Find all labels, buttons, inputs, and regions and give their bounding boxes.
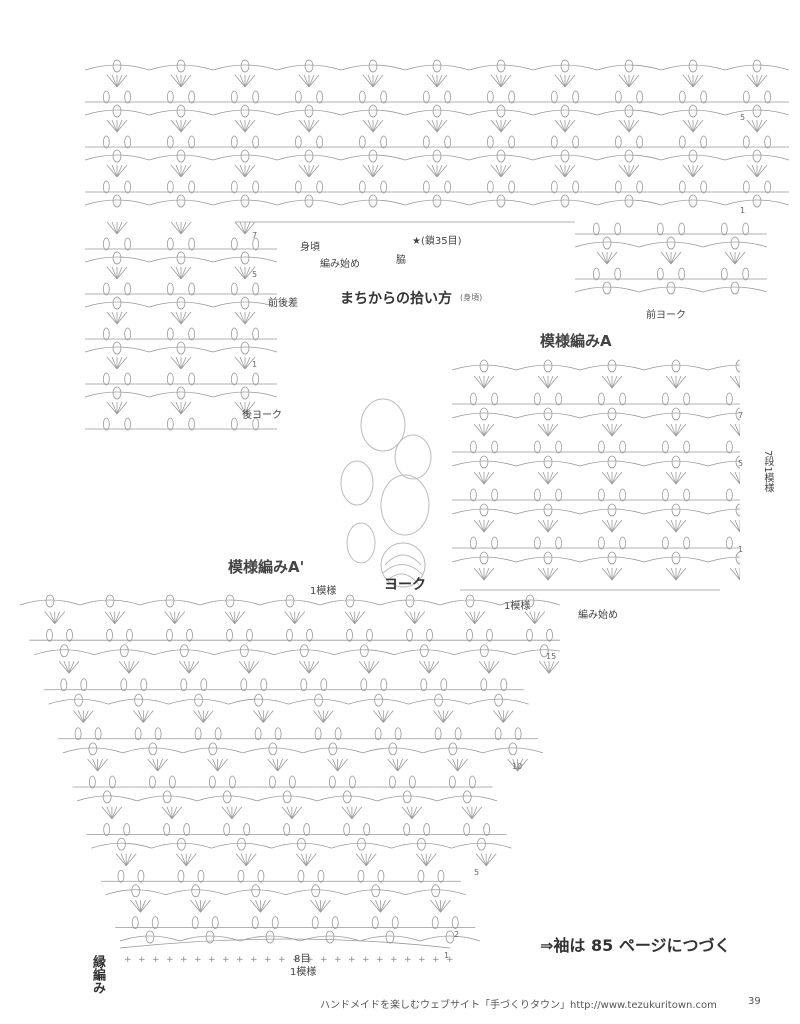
svg-text:+: + bbox=[320, 955, 328, 965]
star-chain-label: ★(鎖35目) bbox=[412, 236, 462, 247]
svg-text:+: + bbox=[306, 955, 314, 965]
front-back-diff-label: 前後差 bbox=[268, 298, 298, 309]
sleeve-continue-note: ⇒袖は 85 ページにつづく bbox=[540, 936, 731, 955]
svg-text:+: + bbox=[236, 955, 244, 965]
svg-text:+: + bbox=[432, 955, 440, 965]
pattern-a-row-1: 1 bbox=[738, 545, 744, 554]
svg-text:+: + bbox=[278, 955, 286, 965]
left-row-marker-5: 5 bbox=[252, 270, 258, 279]
svg-text:+: + bbox=[418, 955, 426, 965]
svg-text:+: + bbox=[222, 955, 230, 965]
svg-text:+: + bbox=[180, 955, 188, 965]
fan-row-1: 1 bbox=[444, 951, 450, 960]
edging-label: 縁編み bbox=[90, 955, 105, 994]
svg-text:+: + bbox=[138, 955, 146, 965]
svg-text:+: + bbox=[194, 955, 202, 965]
yoke-label: ヨーク bbox=[384, 577, 426, 593]
cactus-yarn-illustration bbox=[340, 398, 432, 588]
svg-text:+: + bbox=[208, 955, 216, 965]
svg-text:+: + bbox=[250, 955, 258, 965]
top-row-marker-5: 5 bbox=[740, 113, 746, 122]
back-yoke-label: 後ヨーク bbox=[242, 410, 282, 421]
start-label-top: 編み始め bbox=[320, 259, 360, 270]
pattern-a-prime-title: 模様編みA' bbox=[228, 558, 305, 576]
gusset-label: 脇 bbox=[396, 255, 406, 266]
left-row-marker-1: 1 bbox=[252, 360, 258, 369]
pattern-a-title: 模様編みA bbox=[540, 332, 612, 350]
fan-row-5: 5 bbox=[474, 868, 480, 877]
pattern-a-one-repeat: 1模様 bbox=[504, 601, 531, 612]
svg-text:+: + bbox=[334, 955, 342, 965]
fan-row-2: 2 bbox=[454, 930, 460, 939]
svg-text:+: + bbox=[376, 955, 384, 965]
fan-bottom-count: 8目 bbox=[294, 954, 311, 965]
page-number: 39 bbox=[748, 996, 761, 1007]
svg-text:+: + bbox=[124, 955, 132, 965]
pattern-a-row-5: 5 bbox=[738, 459, 744, 468]
svg-text:+: + bbox=[292, 955, 300, 965]
fan-bottom-repeat: 1模様 bbox=[290, 967, 317, 978]
pattern-a-repeat-note: 7段1模様 bbox=[762, 450, 773, 493]
front-yoke-label: 前ヨーク bbox=[646, 310, 686, 321]
pattern-a-start: 編み始め bbox=[578, 610, 618, 621]
pattern-a-row-7: 7 bbox=[738, 411, 744, 420]
svg-text:+: + bbox=[362, 955, 370, 965]
footer-site-text: ハンドメイドを楽しむウェブサイト「手づくりタウン」http://www.tezu… bbox=[320, 1000, 717, 1011]
fan-row-15: 15 bbox=[546, 652, 557, 661]
svg-text:+: + bbox=[404, 955, 412, 965]
pattern-a-prime-chart: + + + + + + + + + + + + + + + + + + + + + + + + bbox=[19, 594, 560, 965]
front-body-label: 身頃 bbox=[300, 242, 320, 253]
pickup-title: まちからの拾い方 bbox=[340, 291, 452, 307]
svg-text:+: + bbox=[348, 955, 356, 965]
svg-text:+: + bbox=[166, 955, 174, 965]
svg-text:+: + bbox=[390, 955, 398, 965]
pattern-a-prime-one-repeat-top: 1模様 bbox=[310, 586, 337, 597]
left-row-marker-7: 7 bbox=[252, 231, 258, 240]
svg-text:+: + bbox=[446, 955, 454, 965]
fan-row-10: 10 bbox=[512, 762, 523, 771]
pattern-a-chart bbox=[451, 359, 740, 591]
svg-text:+: + bbox=[264, 955, 272, 965]
top-crochet-chart bbox=[84, 59, 790, 431]
pickup-title-sub: (身頃) bbox=[460, 293, 483, 302]
svg-text:+: + bbox=[152, 955, 160, 965]
top-row-marker-1: 1 bbox=[740, 206, 746, 215]
